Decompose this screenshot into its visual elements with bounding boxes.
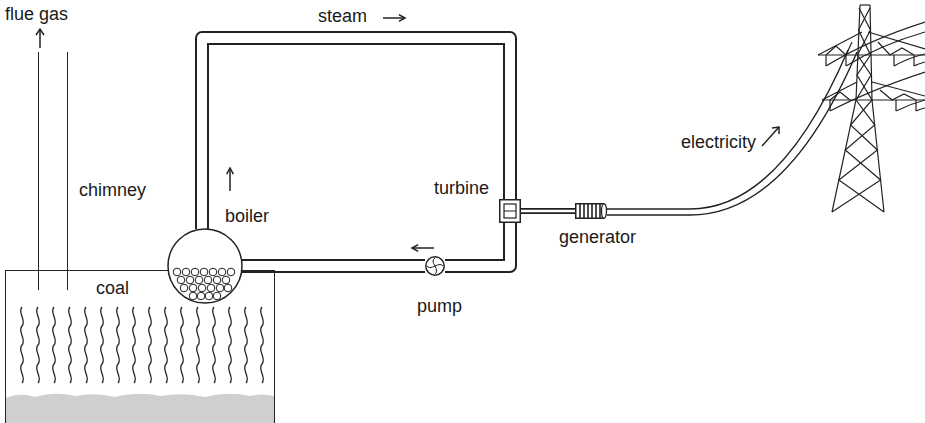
pipe-bore [445, 223, 510, 266]
pylon [818, 5, 925, 212]
chimney-label: chimney [79, 180, 146, 201]
chimney-stack: chimney [38, 52, 68, 290]
arrow-head [399, 15, 405, 22]
turbine-unit: turbine [499, 199, 521, 223]
flow-arrow [383, 17, 405, 19]
pipe-outline [202, 38, 510, 229]
arrow-head [412, 245, 418, 252]
flow-arrow [412, 247, 434, 249]
generator-symbol [575, 203, 607, 219]
generator-unit: generator [575, 203, 607, 219]
coal-bed [6, 394, 274, 423]
pipe-bore [521, 210, 575, 213]
boiler-symbol [167, 228, 243, 304]
boiler-vessel: boiler [167, 228, 243, 304]
turbine-label: turbine [434, 178, 489, 199]
power-cable [607, 50, 857, 215]
fuel-label: coal [96, 278, 129, 299]
electricity-arrow [762, 127, 779, 146]
turbine-symbol [499, 199, 521, 223]
arrow-head [227, 168, 234, 174]
edge-label: steam [318, 6, 367, 27]
flue-gas-arrow [36, 29, 44, 48]
water-steam-pipe [202, 15, 510, 229]
pump-symbol [425, 256, 445, 276]
water-steam-pipe [242, 266, 425, 267]
pipe-outline [445, 223, 510, 266]
flow-arrow [229, 168, 231, 191]
pump-unit: pump [425, 256, 445, 276]
water-steam-pipe [412, 223, 510, 266]
gas-label: flue gas [5, 4, 68, 25]
boiler-label: boiler [225, 206, 269, 227]
flames [14, 305, 270, 385]
pipe-outline [521, 208, 575, 214]
output-label: electricity [681, 132, 756, 153]
generator-label: generator [559, 227, 636, 248]
drive-shaft [521, 211, 575, 212]
pump-label: pump [417, 296, 462, 317]
pipe-bore [202, 38, 510, 229]
furnace-box: coal [5, 270, 275, 423]
